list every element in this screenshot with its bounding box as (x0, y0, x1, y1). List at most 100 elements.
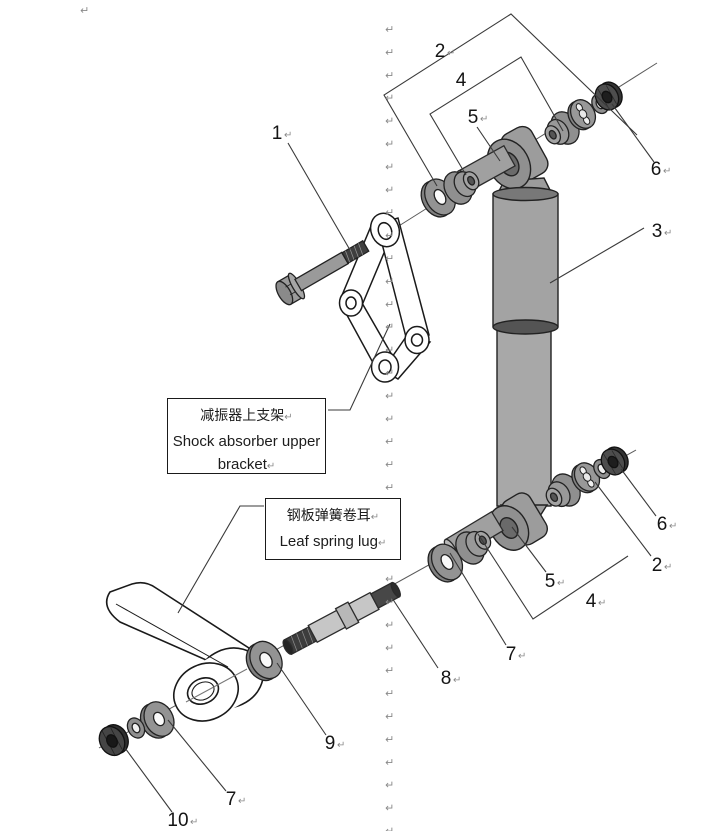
paragraph-mark-icon: ↵ (664, 228, 672, 239)
paragraph-mark-icon: ↵ (385, 275, 394, 288)
paragraph-mark-icon: ↵ (385, 458, 394, 471)
paragraph-mark-icon: ↵ (385, 321, 394, 334)
leader-2-bottom (594, 481, 652, 557)
leader-6-bottom (620, 468, 657, 517)
paragraph-mark-icon: ↵ (385, 183, 394, 196)
paragraph-mark-icon: ↵ (385, 802, 394, 815)
paragraph-mark-icon: ↵ (663, 166, 671, 177)
bracket-4-top (429, 56, 564, 176)
paragraph-mark-icon: ↵ (447, 48, 455, 59)
paragraph-mark-icon: ↵ (80, 4, 89, 17)
lower-nut (600, 446, 629, 476)
paragraph-mark-icon: ↵ (190, 817, 198, 828)
paragraph-mark-icon: ↵ (385, 23, 394, 36)
callout-8: 8 (441, 668, 452, 689)
callout-1: 1 (272, 123, 283, 144)
callout-numbers: 1 ↵ 2 ↵ 4 5 ↵ 6 ↵ 3 ↵ 6 ↵ 2 ↵ 5 ↵ 4 ↵ 7 … (167, 41, 677, 831)
callout-6-bottom: 6 (657, 514, 668, 535)
paragraph-mark-icon: ↵ (385, 664, 394, 677)
paragraph-mark-icon: ↵ (385, 229, 394, 242)
leader-upper-bracket-box (328, 323, 391, 411)
upper-nut (594, 81, 623, 111)
leader-leaf-lug-box (177, 505, 264, 614)
paragraph-mark-icon: ↵ (453, 675, 461, 686)
paragraph-mark-icon: ↵ (385, 206, 394, 219)
paragraph-mark-icon: ↵ (598, 598, 606, 609)
lower-left-bushing (455, 530, 492, 565)
paragraph-mark-icon: ↵ (385, 756, 394, 769)
paragraph-mark-icon: ↵ (385, 733, 394, 746)
callout-4-bottom: 4 (586, 591, 597, 612)
paragraph-mark-icon: ↵ (385, 160, 394, 173)
leader-3 (549, 227, 645, 284)
paragraph-mark-icon: ↵ (337, 740, 345, 751)
paragraph-mark-icon: ↵ (238, 796, 246, 807)
callout-4-top: 4 (456, 70, 467, 91)
paragraph-mark-icon: ↵ (385, 367, 394, 380)
paragraph-mark-icon: ↵ (664, 562, 672, 573)
leader-5-bottom (511, 526, 547, 573)
paragraph-mark-icon: ↵ (385, 46, 394, 59)
callout-5-top: 5 (468, 107, 479, 128)
upper-bracket-label-en: Shock absorber upper bracket (172, 433, 321, 473)
callout-lines (124, 13, 657, 813)
paragraph-mark-icon: ↵ (480, 114, 488, 125)
nut-10 (98, 724, 129, 757)
leader-9 (276, 662, 327, 736)
callout-2-top: 2 (435, 41, 446, 62)
callout-2-bottom: 2 (652, 555, 663, 576)
paragraph-mark-icon: ↵ (385, 412, 394, 425)
leader-7-right (449, 552, 507, 646)
lug-washer-7 (139, 701, 175, 739)
paragraph-mark-icon: ↵ (385, 779, 394, 792)
paragraph-mark-icon: ↵ (385, 710, 394, 723)
leader-6-top (611, 103, 655, 163)
bracket-4-bottom (477, 533, 629, 620)
paragraph-mark-icon: ↵ (385, 69, 394, 82)
paragraph-mark-icon: ↵ (385, 573, 394, 586)
leaf-lug-label-zh: 钢板弹簧卷耳 (286, 507, 371, 523)
paragraph-mark-icon: ↵ (385, 641, 394, 654)
callout-7-right: 7 (506, 644, 517, 665)
leader-5-top (476, 126, 501, 162)
paragraph-mark-icon: ↵ (385, 825, 394, 831)
callout-7-left: 7 (226, 789, 237, 810)
leader-10 (124, 747, 173, 813)
upper-bracket-label-zh: 减振器上支架 (200, 407, 285, 423)
leader-8 (391, 597, 439, 669)
paragraph-mark-icon: ↵ (385, 481, 394, 494)
paragraph-mark-icon: ↵ (385, 298, 394, 311)
bolt (275, 239, 370, 306)
lower-left-washer (427, 543, 464, 583)
paragraph-mark-icon: ↵ (385, 344, 394, 357)
washer-9 (245, 640, 283, 682)
paragraph-mark-icon: ↵ (385, 618, 394, 631)
shock-absorber-upper-bracket (338, 212, 432, 383)
upper-retainer-washer (567, 99, 597, 131)
paragraph-mark-icon: ↵ (669, 521, 677, 532)
callout-5-bottom: 5 (545, 571, 556, 592)
paragraph-mark-icon: ↵ (518, 651, 526, 662)
paragraph-mark-icon: ↵ (378, 538, 387, 549)
paragraph-mark-icon: ↵ (385, 252, 394, 265)
callout-3: 3 (652, 221, 663, 242)
lug-lock-washer (126, 717, 146, 739)
paragraph-mark-icon: ↵ (385, 138, 394, 151)
paragraph-mark-icon: ↵ (385, 596, 394, 609)
paragraph-mark-icon: ↵ (266, 461, 276, 472)
leader-7-left (167, 719, 227, 792)
lug-pin (282, 581, 401, 655)
paragraph-mark-icon: ↵ (370, 512, 380, 523)
callout-10: 10 (167, 810, 188, 831)
leaf-lug-label-en: Leaf spring lug (279, 533, 378, 550)
paragraph-mark-icon: ↵ (385, 389, 394, 402)
callout-6-top: 6 (651, 159, 662, 180)
callout-9: 9 (325, 733, 336, 754)
leaf-spring-lug-label-box: 钢板弹簧卷耳↵ Leaf spring lug↵ (265, 498, 401, 560)
paragraph-mark-icon: ↵ (385, 92, 394, 105)
lower-retainer-washer (571, 462, 601, 494)
paragraph-mark-icon: ↵ (385, 687, 394, 700)
paragraph-mark-icon: ↵ (557, 578, 565, 589)
